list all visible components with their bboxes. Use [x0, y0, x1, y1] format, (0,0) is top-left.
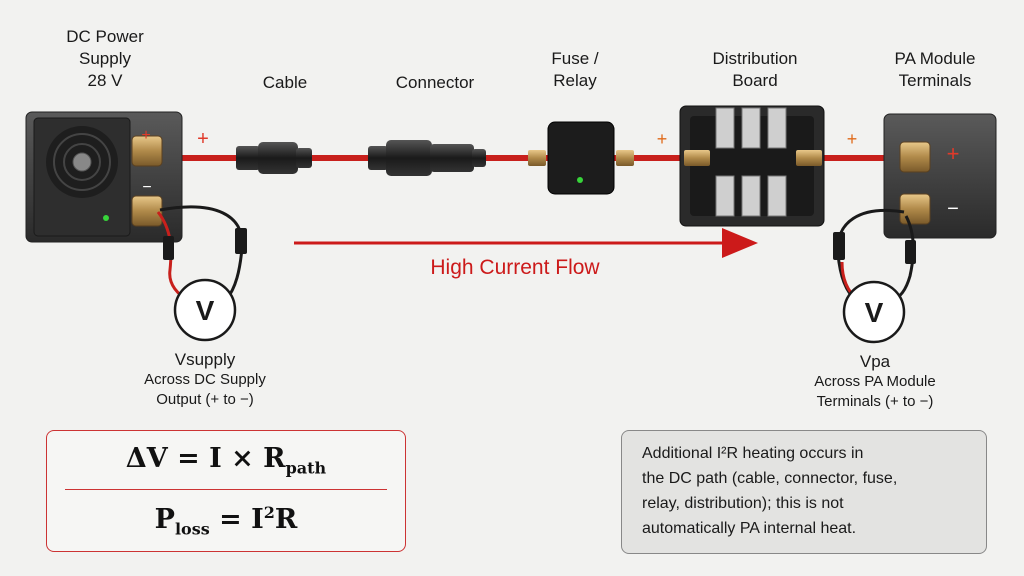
- heating-note-line3: relay, distribution); this is not: [642, 495, 844, 512]
- equation-box: ΔV = I × Rpath Ploss = I2R: [46, 430, 406, 552]
- pa-plus-symbol: +: [947, 141, 960, 166]
- power-loss-equation-rhs: = I: [209, 504, 264, 535]
- pa-module: [883, 113, 997, 239]
- fuse-relay-label: Fuse / Relay: [530, 48, 620, 92]
- wire-plus-supply: +: [197, 128, 209, 150]
- equation-divider: [65, 489, 387, 490]
- pa-minus-symbol: −: [947, 198, 959, 220]
- cable-label: Cable: [262, 73, 308, 92]
- supply-meter-desc-line1: Across DC Supply: [144, 371, 266, 388]
- voltage-drop-equation-main: ΔV = I × R: [125, 443, 286, 474]
- heating-note: Additional I²R heating occurs in the DC …: [621, 430, 987, 554]
- supply-minus-symbol: −: [142, 179, 151, 196]
- connector-label: Connector: [395, 73, 475, 92]
- fuse-status-led-icon: [577, 177, 583, 183]
- fan-grille-icon: [46, 126, 118, 198]
- fuse-relay-label-line2: Relay: [553, 71, 597, 90]
- voltage-drop-equation: ΔV = I × Rpath: [47, 443, 405, 477]
- power-supply-label-line3: 28 V: [87, 71, 123, 90]
- fuse-relay-box: [528, 121, 634, 195]
- inline-connector: [368, 140, 486, 176]
- power-loss-equation-sub: loss: [174, 519, 210, 539]
- power-supply-label-line1: DC Power: [66, 27, 144, 46]
- wire-plus-fuse: +: [657, 129, 668, 149]
- supply-meter-name: Vsupply: [174, 350, 236, 369]
- high-current-flow-label: High Current Flow: [430, 256, 600, 279]
- voltage-drop-equation-sub: path: [285, 458, 327, 478]
- power-loss-equation-tail: R: [274, 504, 298, 535]
- heating-note-line1: Additional I²R heating occurs in: [642, 445, 864, 462]
- supply-voltmeter-symbol: V: [196, 295, 215, 326]
- distribution-board-label: Distribution Board: [685, 48, 825, 92]
- supply-voltmeter-icon: V: [173, 278, 237, 342]
- pa-module-label-line1: PA Module: [894, 49, 976, 68]
- pa-meter-desc-line2: Terminals (+ to −): [816, 393, 934, 410]
- pa-meter-caption: Vpa Across PA Module Terminals (+ to −): [780, 352, 970, 412]
- pa-meter-name: Vpa: [859, 352, 891, 371]
- heating-note-line4: automatically PA internal heat.: [642, 520, 857, 537]
- wire-plus-distribution: +: [847, 129, 858, 149]
- cable-plug: [236, 142, 312, 174]
- power-supply-label: DC Power Supply 28 V: [40, 26, 170, 92]
- distribution-board-label-line1: Distribution: [712, 49, 798, 68]
- dc-power-supply: [25, 111, 183, 243]
- distribution-board-label-line2: Board: [732, 71, 778, 90]
- pa-voltmeter-icon: V: [842, 280, 906, 344]
- supply-meter-desc-line2: Output (+ to −): [156, 391, 254, 408]
- heating-note-line2: the DC path (cable, connector, fuse,: [642, 470, 898, 487]
- power-led-icon: [103, 215, 109, 221]
- pa-meter-desc-line1: Across PA Module: [814, 373, 936, 390]
- pa-module-label-line2: Terminals: [898, 71, 972, 90]
- fuse-relay-label-line1: Fuse /: [551, 49, 599, 68]
- power-loss-equation: Ploss = I2R: [47, 503, 405, 538]
- power-loss-equation-p: P: [154, 504, 175, 535]
- supply-meter-caption: Vsupply Across DC Supply Output (+ to −): [110, 350, 300, 410]
- pa-voltmeter-symbol: V: [865, 297, 884, 328]
- supply-plus-symbol: +: [141, 127, 150, 144]
- power-supply-label-line2: Supply: [79, 49, 131, 68]
- distribution-board: [679, 105, 825, 227]
- power-loss-equation-sup: 2: [263, 503, 275, 522]
- pa-module-label: PA Module Terminals: [870, 48, 1000, 92]
